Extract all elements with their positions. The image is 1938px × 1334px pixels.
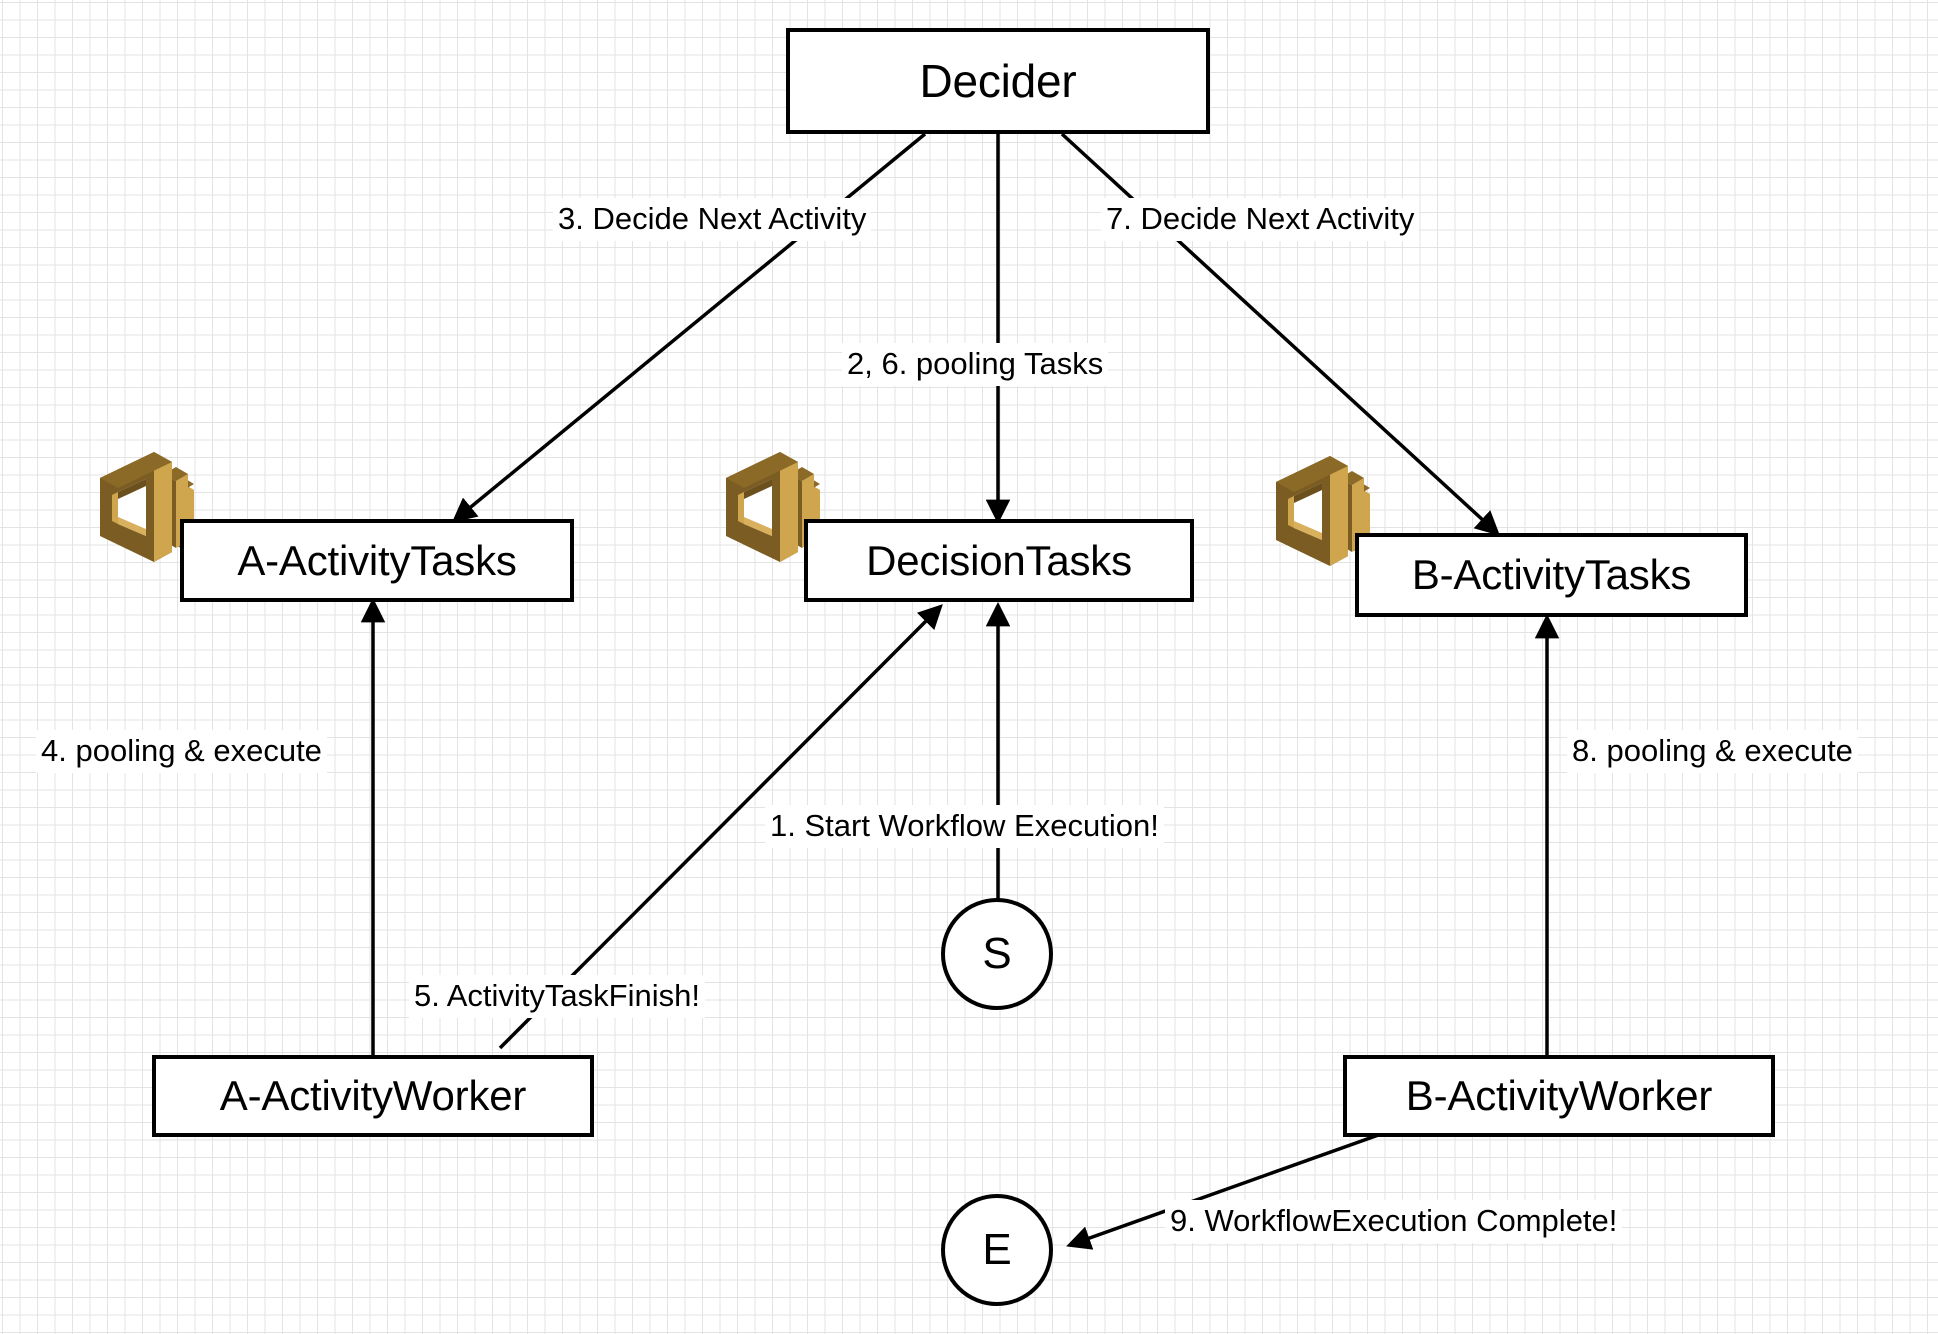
edge-label-step-3: 3. Decide Next Activity bbox=[553, 198, 872, 241]
node-decider-label: Decider bbox=[919, 55, 1077, 107]
node-a-activity-tasks[interactable]: A-ActivityTasks bbox=[180, 519, 574, 602]
node-end-state[interactable]: E bbox=[941, 1194, 1053, 1306]
node-a-activity-worker-label: A-ActivityWorker bbox=[219, 1072, 527, 1119]
node-a-activity-tasks-label: A-ActivityTasks bbox=[237, 536, 517, 584]
node-decision-tasks[interactable]: DecisionTasks bbox=[804, 519, 1194, 602]
edge-label-step-5: 5. ActivityTaskFinish! bbox=[409, 975, 705, 1018]
edge-label-step-4: 4. pooling & execute bbox=[36, 730, 327, 773]
node-end-label: E bbox=[982, 1225, 1012, 1274]
edge-label-step-1: 1. Start Workflow Execution! bbox=[765, 805, 1164, 848]
node-b-activity-worker-label: B-ActivityWorker bbox=[1405, 1072, 1713, 1119]
node-b-activity-tasks[interactable]: B-ActivityTasks bbox=[1355, 533, 1748, 617]
node-start-label: S bbox=[982, 929, 1012, 978]
node-start-state[interactable]: S bbox=[941, 898, 1053, 1010]
node-decision-tasks-label: DecisionTasks bbox=[866, 536, 1132, 584]
node-b-activity-tasks-label: B-ActivityTasks bbox=[1411, 551, 1692, 598]
node-b-activity-worker[interactable]: B-ActivityWorker bbox=[1343, 1055, 1775, 1137]
edge-label-step-2-6: 2, 6. pooling Tasks bbox=[842, 343, 1109, 386]
aws-sqs-queue-icon-b bbox=[1276, 456, 1370, 566]
aws-sqs-queue-icon-a bbox=[100, 452, 194, 562]
node-decider[interactable]: Decider bbox=[786, 28, 1210, 134]
node-a-activity-worker[interactable]: A-ActivityWorker bbox=[152, 1055, 594, 1137]
edge-label-step-8: 8. pooling & execute bbox=[1567, 730, 1858, 773]
edge-b-worker-to-end bbox=[1066, 1126, 1399, 1250]
edge-decider-to-a-activity-tasks bbox=[451, 132, 927, 523]
edge-label-step-9: 9. WorkflowExecution Complete! bbox=[1165, 1200, 1623, 1243]
edge-a-worker-to-decision-tasks bbox=[498, 604, 943, 1050]
edge-label-step-7: 7. Decide Next Activity bbox=[1101, 198, 1420, 241]
